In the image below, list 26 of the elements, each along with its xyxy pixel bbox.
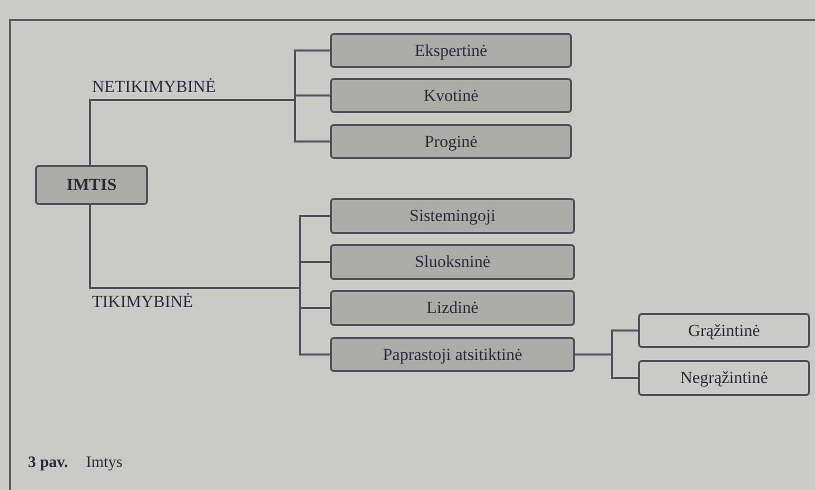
branch-label: NETIKIMYBINĖ: [92, 73, 272, 100]
category-box: [330, 33, 572, 68]
box-label: Negrąžintinė: [680, 368, 768, 388]
category-box: [330, 124, 572, 159]
category-box: [330, 337, 575, 372]
figure-caption: 3 pav. Imtys: [28, 454, 122, 472]
box-label: IMTIS: [66, 175, 117, 195]
box-label: Sluoksninė: [414, 252, 490, 272]
box-label: Kvotinė: [424, 86, 478, 106]
box-label: Proginė: [424, 132, 478, 152]
box-label: Paprastoji atsitiktinė: [382, 344, 522, 364]
category-box: [638, 313, 810, 348]
category-box: [330, 244, 575, 280]
category-box: [35, 165, 148, 205]
category-box: [330, 78, 572, 113]
connector-line: [89, 99, 272, 165]
branch-label: TIKIMYBINĖ: [92, 288, 252, 315]
connector-line: [272, 99, 330, 142]
box-label: Grąžintinė: [688, 320, 760, 340]
category-box: [330, 290, 575, 326]
connector-line: [89, 205, 252, 289]
category-box: [638, 360, 810, 396]
box-label: Ekspertinė: [414, 40, 488, 60]
box-label: Lizdinė: [426, 298, 478, 318]
box-label: Sistemingoji: [410, 206, 496, 226]
category-box: [330, 198, 575, 234]
